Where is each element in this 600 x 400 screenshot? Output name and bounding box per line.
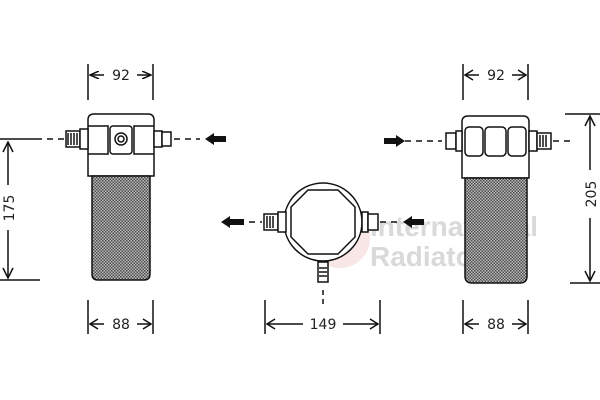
right-bottom-width-label: 88 xyxy=(487,317,505,333)
center-drier-top-view xyxy=(221,182,424,334)
right-top-width-label: 92 xyxy=(487,68,505,84)
left-height-label: 175 xyxy=(2,195,18,222)
left-drier-view xyxy=(0,64,226,334)
left-top-width-label: 92 xyxy=(112,68,130,84)
right-height-label: 205 xyxy=(584,181,600,208)
center-width-label: 149 xyxy=(310,317,337,333)
left-bottom-width-label: 88 xyxy=(112,317,130,333)
right-drier-view xyxy=(384,64,600,334)
